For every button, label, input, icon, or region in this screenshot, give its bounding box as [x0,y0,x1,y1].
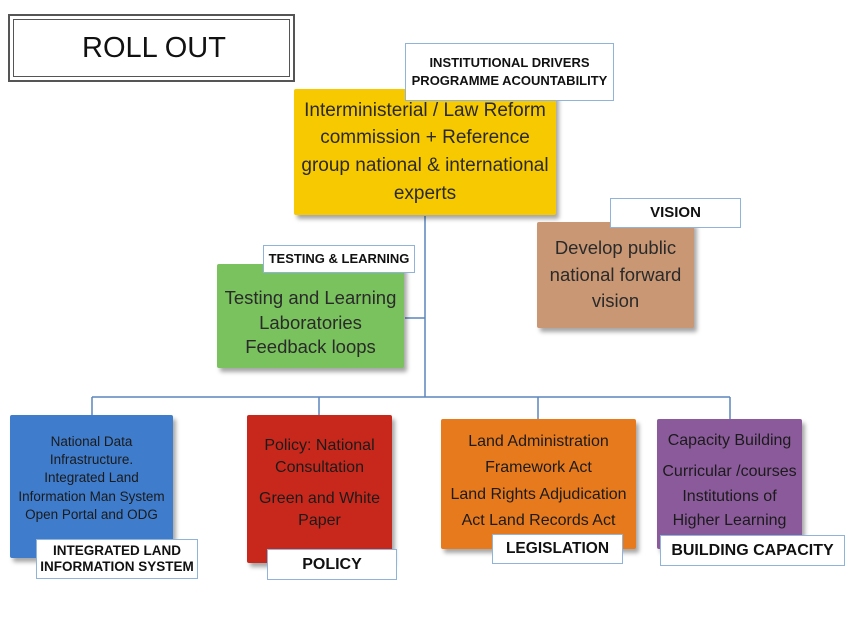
vision-line-3: vision [591,290,640,312]
legislation-line-4: Act Land Records Act [461,512,616,530]
top-line-3: group national & international [301,155,549,176]
capacity-line-3: Institutions of [682,487,777,505]
capacity-line-1: Capacity Building [667,432,792,449]
testing-learning-box: Testing and Learning Laboratories Feedba… [217,264,404,368]
vision-tag: VISION [610,198,741,228]
ilis-tag-line-2: INFORMATION SYSTEM [40,559,194,574]
vision-line-2: national forward [549,263,682,285]
institutional-drivers-tag: INSTITUTIONAL DRIVERS PROGRAMME ACOUNTAB… [405,43,614,101]
policy-tag: POLICY [267,549,397,580]
legislation-box: Land Administration Framework Act Land R… [441,419,636,549]
policy-line-1: Policy: National [264,437,375,454]
ilis-line-3: Integrated Land [44,470,139,486]
testing-learning-tag: TESTING & LEARNING [263,245,415,273]
tag-line-1: INSTITUTIONAL DRIVERS [429,55,590,71]
legislation-line-3: Land Rights Adjudication [450,485,627,503]
legislation-line-2: Framework Act [485,459,592,477]
institutional-drivers-box: Interministerial / Law Reform commission… [294,89,556,215]
vision-box: Develop public national forward vision [537,222,694,328]
top-line-2: commission + Reference [320,127,530,149]
legislation-tag: LEGISLATION [492,534,623,564]
ilis-line-4: Information Man System [18,488,165,504]
ilis-tag: INTEGRATED LAND INFORMATION SYSTEM [36,539,198,579]
testing-line-2: Laboratories [259,311,362,333]
legislation-line-1: Land Administration [468,433,609,450]
policy-line-4: Paper [298,512,341,530]
title-box: ROLL OUT [8,14,295,82]
top-line-1: Interministerial / Law Reform [304,99,546,121]
capacity-box: Capacity Building Curricular /courses In… [657,419,802,549]
testing-line-1: Testing and Learning [224,287,397,309]
ilis-line-1: National Data [50,434,133,449]
top-line-4: experts [393,182,457,204]
policy-line-3: Green and White [259,489,380,507]
capacity-tag: BUILDING CAPACITY [660,535,845,566]
policy-box: Policy: National Consultation Green and … [247,415,392,563]
tag-line-2: PROGRAMME ACOUNTABILITY [411,73,608,88]
vision-line-1: Develop public [554,236,677,258]
capacity-line-4: Higher Learning [672,512,787,530]
ilis-line-5: Open Portal and ODG [25,506,158,522]
capacity-line-2: Curricular /courses [662,462,797,480]
policy-line-2: Consultation [275,459,364,477]
ilis-tag-line-1: INTEGRATED LAND [53,542,181,558]
page-title: ROLL OUT [13,19,290,77]
ilis-line-2: Infrastructure. [49,452,134,468]
ilis-box: National Data Infrastructure. Integrated… [10,415,173,558]
testing-line-3: Feedback loops [245,336,376,358]
